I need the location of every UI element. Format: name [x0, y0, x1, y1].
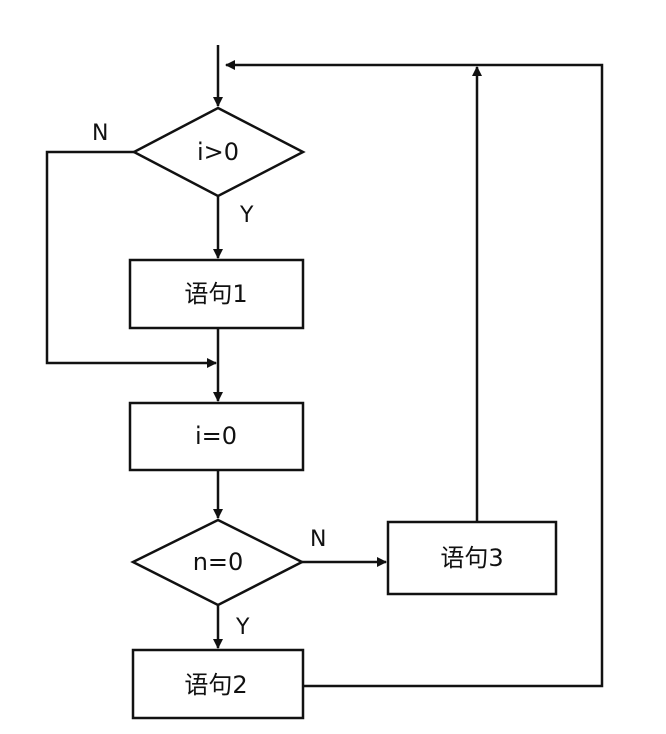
d2-no-label: N	[310, 527, 326, 552]
assign-label: i=0	[195, 422, 237, 450]
statement3-box	[386, 520, 558, 596]
d2-yes-label: Y	[235, 615, 250, 640]
decision-n-eq-0-label: n=0	[193, 548, 244, 576]
decision-i-gt-0-label: i>0	[197, 138, 239, 166]
statement1-box	[128, 258, 305, 330]
d1-no-label: N	[92, 121, 108, 146]
assign-box	[128, 401, 305, 472]
d1-yes-label: Y	[239, 203, 254, 228]
statement1-label: 语句1	[184, 280, 247, 308]
arrow-s2-loop	[225, 60, 604, 688]
statement2-label: 语句2	[184, 671, 247, 699]
statement3-label: 语句3	[440, 544, 503, 572]
arrow-d1-no	[45, 150, 217, 368]
statement2-box	[131, 648, 305, 720]
